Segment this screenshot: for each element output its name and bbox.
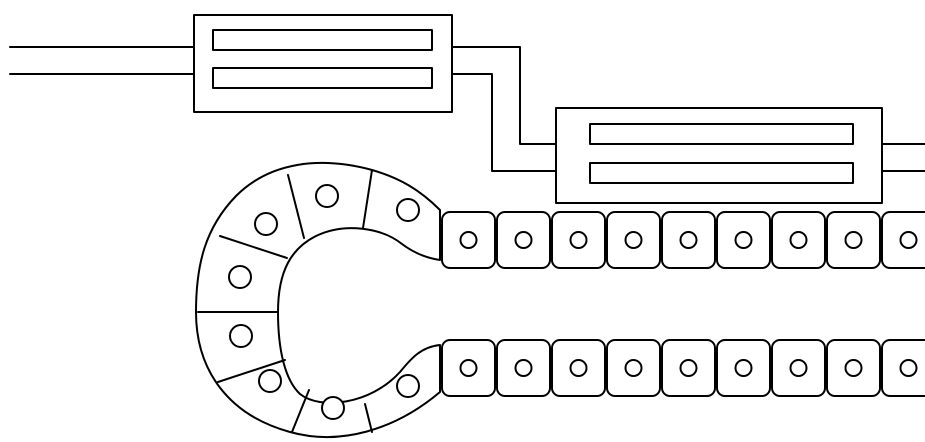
bottom-link-hole-9 [899,359,918,377]
pipe-upper-slot-2 [212,67,433,89]
bend-hole-8 [396,198,420,222]
pipe-lower-right-port [881,143,925,172]
top-link-hole-9 [899,231,918,249]
top-link-hole-7 [789,231,808,249]
bend-hole-6 [321,396,345,420]
chain-bottom-links [441,339,925,397]
bottom-link-hole-3 [569,359,588,377]
bottom-link-hole-6 [734,359,753,377]
bottom-link-hole-4 [624,359,643,377]
bottom-link-hole-2 [514,359,533,377]
pipe-lower [555,107,925,204]
pipe-lower-body [555,107,883,204]
pipe-upper-left-port [9,46,195,75]
pipe-upper [9,14,557,172]
cable-chain [195,161,925,438]
top-link-hole-1 [459,231,478,249]
top-link-hole-5 [679,231,698,249]
pipe-lower-slot-1 [589,123,854,145]
bend-hole-7 [396,374,420,398]
bend-holes [228,184,420,420]
pipe-lower-slot-2 [589,162,854,184]
bottom-link-hole-1 [459,359,478,377]
bend-hole-4 [229,324,253,348]
top-link-hole-8 [844,231,863,249]
pipe-upper-right-port [451,46,557,172]
top-link-hole-4 [624,231,643,249]
bottom-link-hole-8 [844,359,863,377]
top-link-hole-2 [514,231,533,249]
bend-hole-5 [258,369,282,393]
bend-hole-3 [228,265,252,289]
bend-hole-1 [315,184,339,208]
bottom-link-hole-5 [679,359,698,377]
pipe-upper-slot-1 [212,29,433,51]
bend-dividers [197,169,373,433]
chain-top-links [441,211,925,269]
bottom-link-hole-7 [789,359,808,377]
top-link-hole-3 [569,231,588,249]
top-link-hole-6 [734,231,753,249]
bend-hole-2 [254,212,278,236]
